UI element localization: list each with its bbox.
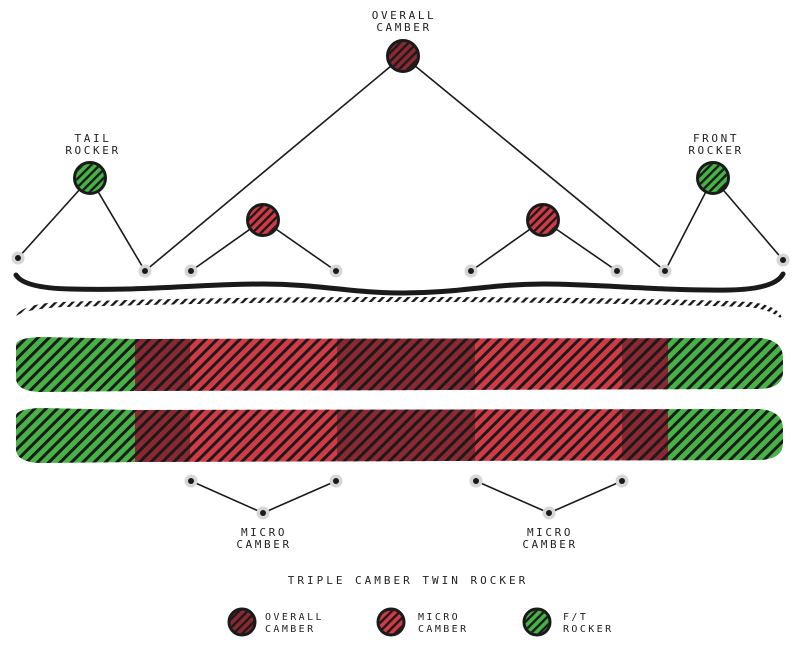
contact-dot	[542, 506, 556, 520]
legend-label-line1: F/T	[563, 612, 588, 623]
contact-dot	[329, 474, 343, 488]
tail-rocker-node-icon	[73, 161, 107, 195]
contact-dot	[11, 251, 25, 265]
tail-rocker-label-line2: ROCKER	[65, 144, 120, 157]
contact-points	[11, 251, 790, 520]
micro-camber-right-label-line2: CAMBER	[522, 538, 577, 551]
contact-dot	[329, 264, 343, 278]
contact-dot	[184, 474, 198, 488]
legend: OVERALL CAMBER MICRO CAMBER F/T ROCKER	[227, 607, 614, 637]
overall-camber-label-line1: OVERALL	[372, 9, 437, 22]
front-rocker-label-line1: FRONT	[693, 132, 739, 145]
legend-item-overall-camber: OVERALL CAMBER	[227, 607, 324, 637]
diagram-title: TRIPLE CAMBER TWIN ROCKER	[288, 574, 529, 587]
micro-camber-left-label-line1: MICRO	[241, 526, 287, 539]
ski-base-hatch	[16, 297, 783, 320]
contact-dot	[469, 474, 483, 488]
contact-dot	[464, 264, 478, 278]
contact-dot	[615, 474, 629, 488]
contact-dot	[256, 506, 270, 520]
rocker-legend-icon	[522, 607, 552, 637]
legend-item-ft-rocker: F/T ROCKER	[522, 607, 614, 637]
front-rocker-label-line2: ROCKER	[688, 144, 743, 157]
micro-camber-right-node-icon	[526, 203, 560, 237]
micro-camber-legend-icon	[376, 607, 406, 637]
ski-bottom-view	[16, 408, 783, 463]
front-rocker-node-icon	[696, 161, 730, 195]
legend-label-line2: CAMBER	[265, 624, 316, 635]
legend-label-line2: ROCKER	[563, 624, 614, 635]
micro-camber-left-label-line2: CAMBER	[236, 538, 291, 551]
micro-camber-right-label-line1: MICRO	[527, 526, 573, 539]
legend-item-micro-camber: MICRO CAMBER	[376, 607, 469, 637]
legend-label-line2: CAMBER	[418, 624, 469, 635]
micro-camber-left-node-icon	[246, 203, 280, 237]
overall-camber-node-icon	[386, 39, 420, 73]
legend-label-line1: MICRO	[418, 612, 460, 623]
ski-top-view	[16, 337, 783, 392]
legend-label-line1: OVERALL	[265, 612, 324, 623]
ski-profile-line	[13, 271, 786, 296]
overall-camber-label-line2: CAMBER	[376, 21, 431, 34]
overall-camber-legend-icon	[227, 607, 257, 637]
contact-dot	[184, 264, 198, 278]
contact-dot	[658, 264, 672, 278]
contact-dot	[610, 264, 624, 278]
contact-dot	[138, 264, 152, 278]
tail-rocker-label-line1: TAIL	[75, 132, 112, 145]
contact-dot	[776, 253, 790, 267]
